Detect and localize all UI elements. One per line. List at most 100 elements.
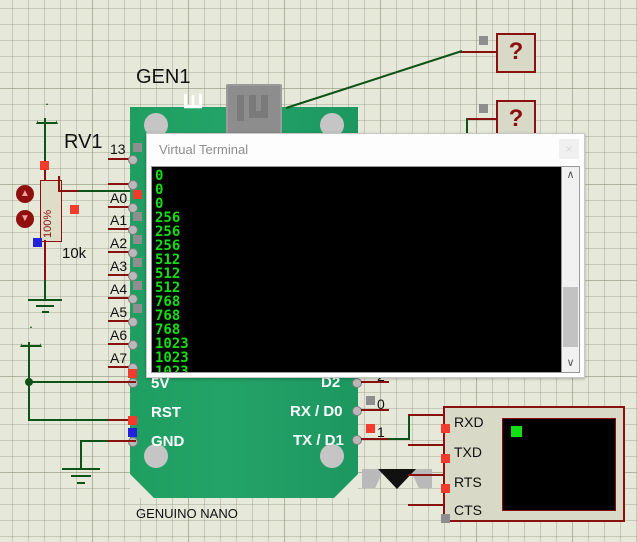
- close-icon[interactable]: ×: [559, 139, 579, 159]
- potentiometer-decrease-button[interactable]: ▼: [16, 210, 34, 228]
- wire-pot-gnd: [44, 280, 46, 300]
- pin-dot-a3[interactable]: [128, 271, 138, 281]
- potentiometer-percent: 100%: [42, 209, 54, 238]
- pin-dot-a5[interactable]: [128, 317, 138, 327]
- wire-pin-a2: [108, 251, 136, 253]
- virtual-terminal-titlebar[interactable]: Virtual Terminal ×: [147, 134, 584, 165]
- wire-pin-gnd: [108, 440, 136, 442]
- wire-diagonal-to-unknown-1: [285, 50, 463, 109]
- wire-pin-a7: [108, 366, 136, 368]
- scrollbar-thumb[interactable]: [563, 287, 578, 347]
- wire-pin-5v: [108, 381, 136, 383]
- wire-pin-d2: [361, 381, 389, 383]
- wire-pot-top: [44, 160, 46, 182]
- pin-label-a0: A0: [110, 190, 128, 206]
- terminal-line: 0: [155, 182, 164, 198]
- probe-wiper: [70, 205, 79, 214]
- wire-pin-13: [108, 158, 136, 160]
- unknown-component-1[interactable]: ?: [496, 33, 536, 73]
- scroll-up-icon[interactable]: ∧: [562, 167, 579, 184]
- pin-label-a3: A3: [110, 258, 128, 274]
- pin-label-rst: RST: [151, 404, 181, 421]
- wire-pin-a4: [108, 297, 136, 299]
- pin-label-a5: A5: [110, 304, 128, 320]
- pin-label-tx-d1: TX / D1: [293, 432, 344, 449]
- terminal-line: 768: [155, 294, 181, 310]
- net-label-0: 0: [377, 396, 385, 412]
- pin-dot-a1[interactable]: [128, 225, 138, 235]
- probe-pot-bottom: [33, 238, 42, 247]
- pin-label-d2: D2: [321, 374, 341, 391]
- probe-rts: [441, 484, 450, 493]
- probe-pin-a0: [133, 190, 142, 199]
- probe-pot-top: [40, 161, 49, 170]
- mount-hole-br: [320, 444, 344, 468]
- vtcomp-display: [502, 418, 616, 511]
- board-silkscreen-mark: E: [178, 92, 208, 110]
- mount-hole-bl: [144, 444, 168, 468]
- terminal-line: 256: [155, 224, 181, 240]
- pin-dot-a4[interactable]: [128, 294, 138, 304]
- wire-vcc-to-rst-v: [28, 381, 30, 421]
- usb-connector: [226, 84, 282, 135]
- wire-tx-to-rxd-v: [408, 414, 410, 440]
- wire-tx-to-rxd-h2: [408, 414, 444, 416]
- pin-dot-blank[interactable]: [128, 180, 138, 190]
- wire-pin-a6: [108, 343, 136, 345]
- wire-vcc-to-rst: [28, 419, 134, 421]
- terminal-line: 0: [155, 168, 164, 184]
- virtual-terminal-scrollbar[interactable]: ∧ ∨: [561, 167, 579, 372]
- scroll-down-icon[interactable]: ∨: [562, 355, 579, 372]
- pin-dot-rx-d0[interactable]: [352, 406, 362, 416]
- terminal-line: 512: [155, 266, 181, 282]
- wire-wiper-h: [58, 190, 80, 192]
- wire-vcc-to-5v-pin: [28, 381, 134, 383]
- net-label-1: 1: [377, 424, 385, 440]
- junction-dot: [25, 378, 33, 386]
- terminal-line: 256: [155, 210, 181, 226]
- probe-rxd: [441, 424, 450, 433]
- terminal-line: 1023: [155, 364, 189, 372]
- wire-unknown-1: [460, 51, 498, 53]
- vtcomp-cursor: [511, 426, 522, 437]
- probe-pin-tx-d1: [366, 424, 375, 433]
- wire-wiper-to-a0: [78, 190, 136, 192]
- wire-pin-rx-d0: [361, 409, 389, 411]
- wire-unknown-2-down: [466, 118, 468, 136]
- pin-dot-a6[interactable]: [128, 340, 138, 350]
- wire-vcc-to-pot: [44, 118, 46, 182]
- wire-tx-to-rxd-h1: [388, 438, 410, 440]
- pin-dot-tx-d1[interactable]: [352, 435, 362, 445]
- terminal-line: 256: [155, 238, 181, 254]
- pin-dot-a2[interactable]: [128, 248, 138, 258]
- probe-unknown-2: [479, 104, 488, 113]
- probe-pin-a5: [133, 304, 142, 313]
- wire-pin-a0: [108, 206, 136, 208]
- wire-unknown-2: [466, 118, 498, 120]
- pin-label-a2: A2: [110, 235, 128, 251]
- pin-label-13: 13: [110, 141, 126, 157]
- board-part-name: GENUINO NANO: [136, 506, 238, 521]
- pin-dot-13[interactable]: [128, 155, 138, 165]
- pin-dot-5v[interactable]: [128, 378, 138, 388]
- pin-dot-gnd[interactable]: [128, 437, 138, 447]
- probe-pin-rst: [128, 416, 137, 425]
- potentiometer-increase-button[interactable]: ▲: [16, 185, 34, 203]
- probe-pin-13: [133, 143, 142, 152]
- pin-label-5v: 5V: [151, 375, 170, 392]
- board-designator: GEN1: [136, 66, 191, 88]
- probe-cts: [441, 514, 450, 523]
- pin-label-a1: A1: [110, 212, 128, 228]
- wire-pin-a5: [108, 320, 136, 322]
- terminal-line: 512: [155, 252, 181, 268]
- pin-dot-d2[interactable]: [352, 378, 362, 388]
- potentiometer-body[interactable]: [40, 180, 62, 242]
- probe-pin-a1: [133, 212, 142, 221]
- vtcomp-pin-rts: RTS: [454, 474, 482, 490]
- virtual-terminal-component[interactable]: RXD TXD RTS CTS: [443, 406, 625, 522]
- wire-wiper-v: [58, 176, 60, 191]
